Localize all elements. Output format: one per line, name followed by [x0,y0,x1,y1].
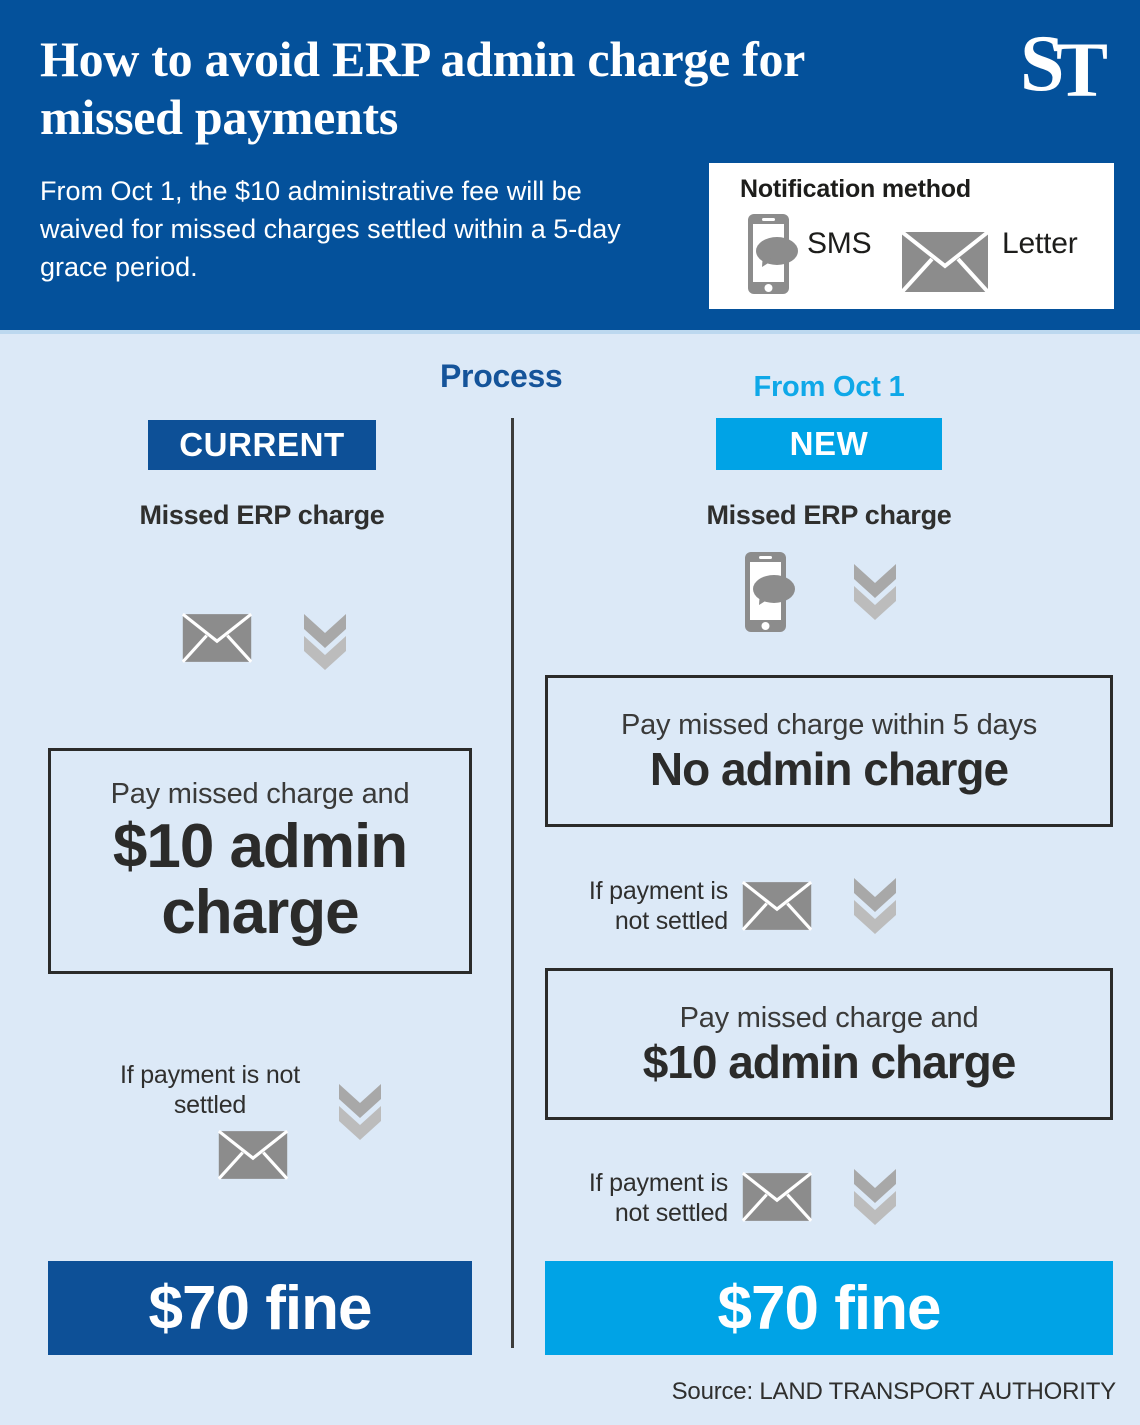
new-arrow-3 [852,1167,898,1230]
new-result-2-small: Pay missed charge and [679,1002,979,1034]
envelope-icon [901,231,989,293]
current-arrow-2 [337,1082,383,1145]
new-escalation-icon-1 [741,880,813,936]
new-result-box-1: Pay missed charge within 5 days No admin… [545,675,1113,827]
new-escalation-caption-2: If payment is not settled [588,1169,728,1227]
current-result-big: $10 admin charge [112,812,408,947]
header-banner: How to avoid ERP admin charge for missed… [0,0,1140,330]
st-logo-icon: S T [1020,22,1108,108]
double-chevron-down-icon [854,878,896,934]
source-credit: Source: LAND TRANSPORT AUTHORITY [671,1378,1117,1405]
phone-sms-icon [745,552,795,632]
current-result-small: Pay missed charge and [110,778,410,810]
current-escalation-caption: If payment is not settled [119,1061,301,1119]
notification-method-title: Notification method [740,175,971,203]
header-divider-rule [0,330,1140,334]
envelope-icon [741,880,813,931]
new-eyebrow: From Oct 1 [753,371,905,403]
page-title: How to avoid ERP admin charge for missed… [40,31,805,145]
envelope-icon [741,1171,813,1222]
new-result-1-big: No admin charge [649,743,1009,795]
current-escalation-icon [217,1129,289,1185]
double-chevron-down-icon [854,564,896,620]
new-fine-bar: $70 fine [545,1261,1113,1355]
current-notify-icon-row [181,612,253,668]
process-section-label: Process [440,358,563,394]
new-result-box-2: Pay missed charge and $10 admin charge [545,968,1113,1120]
current-result-box: Pay missed charge and $10 admin charge [48,748,472,974]
current-step-title: Missed ERP charge [139,500,385,530]
new-escalation-icon-2 [741,1171,813,1227]
new-result-2-big: $10 admin charge [642,1036,1017,1088]
new-notify-icon-row [744,551,796,640]
badge-current: CURRENT [148,420,376,470]
notification-method-card: Notification method SMS Letter [709,163,1114,309]
svg-text:T: T [1056,26,1108,108]
envelope-icon [217,1129,289,1180]
new-arrow-2 [852,876,898,939]
new-step-title: Missed ERP charge [706,500,952,530]
new-result-1-small: Pay missed charge within 5 days [620,709,1038,741]
double-chevron-down-icon [339,1084,381,1140]
badge-new: NEW [716,418,942,470]
double-chevron-down-icon [854,1169,896,1225]
sms-label: SMS [807,227,872,260]
column-divider [511,418,514,1348]
page-standfirst: From Oct 1, the $10 administrative fee w… [40,176,621,282]
new-arrow-1 [852,562,898,625]
envelope-icon [181,612,253,663]
current-fine-bar: $70 fine [48,1261,472,1355]
svg-text:S: S [1020,22,1065,108]
current-arrow-1 [302,612,348,675]
letter-label: Letter [1002,227,1078,260]
phone-sms-icon [748,214,798,294]
double-chevron-down-icon [304,614,346,670]
new-escalation-caption-1: If payment is not settled [588,877,728,935]
